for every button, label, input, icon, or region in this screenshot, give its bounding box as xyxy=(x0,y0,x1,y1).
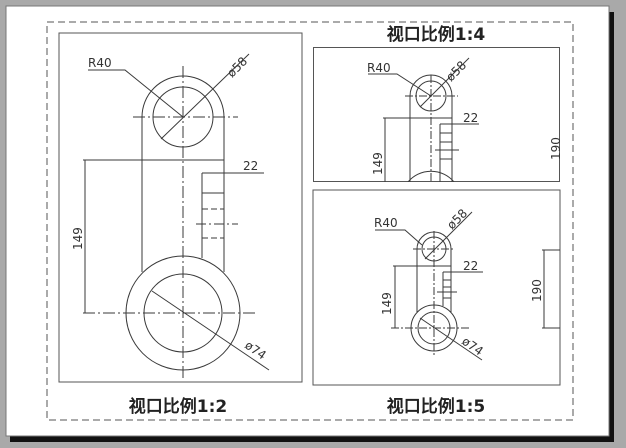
dim-r40: R40 xyxy=(374,216,398,230)
dim-overall-190: 190 xyxy=(530,279,544,302)
dim-center-distance-149: 149 xyxy=(380,292,394,315)
viewport-1-2[interactable]: R40 ø58 22 149 ø74 视口比例1:2 xyxy=(58,32,303,417)
dim-r40: R40 xyxy=(88,56,112,70)
dim-overall-190-partial: 190 xyxy=(549,137,563,160)
dim-rib-22: 22 xyxy=(463,111,478,125)
connecting-rod-drawing xyxy=(375,211,560,361)
dim-rib-22: 22 xyxy=(243,159,258,173)
viewport-scale-label: 视口比例1:5 xyxy=(387,396,485,417)
viewport-scale-label: 视口比例1:2 xyxy=(129,396,227,417)
connecting-rod-drawing xyxy=(368,57,479,182)
viewport-1-4[interactable]: 视口比例1:4 R40 xyxy=(313,24,564,182)
connecting-rod-drawing xyxy=(83,53,270,380)
viewport-scale-label: 视口比例1:4 xyxy=(387,24,486,45)
dim-center-distance-149: 149 xyxy=(371,152,385,175)
viewport-frame[interactable] xyxy=(313,47,560,182)
dim-center-distance-149: 149 xyxy=(71,227,85,250)
viewport-frame[interactable] xyxy=(312,189,561,386)
viewport-frame[interactable] xyxy=(58,32,303,383)
dim-r40: R40 xyxy=(367,61,391,75)
dim-rib-22: 22 xyxy=(463,259,478,273)
viewport-1-5[interactable]: R40 ø58 22 149 190 ø74 视口比例1:5 xyxy=(312,189,561,417)
